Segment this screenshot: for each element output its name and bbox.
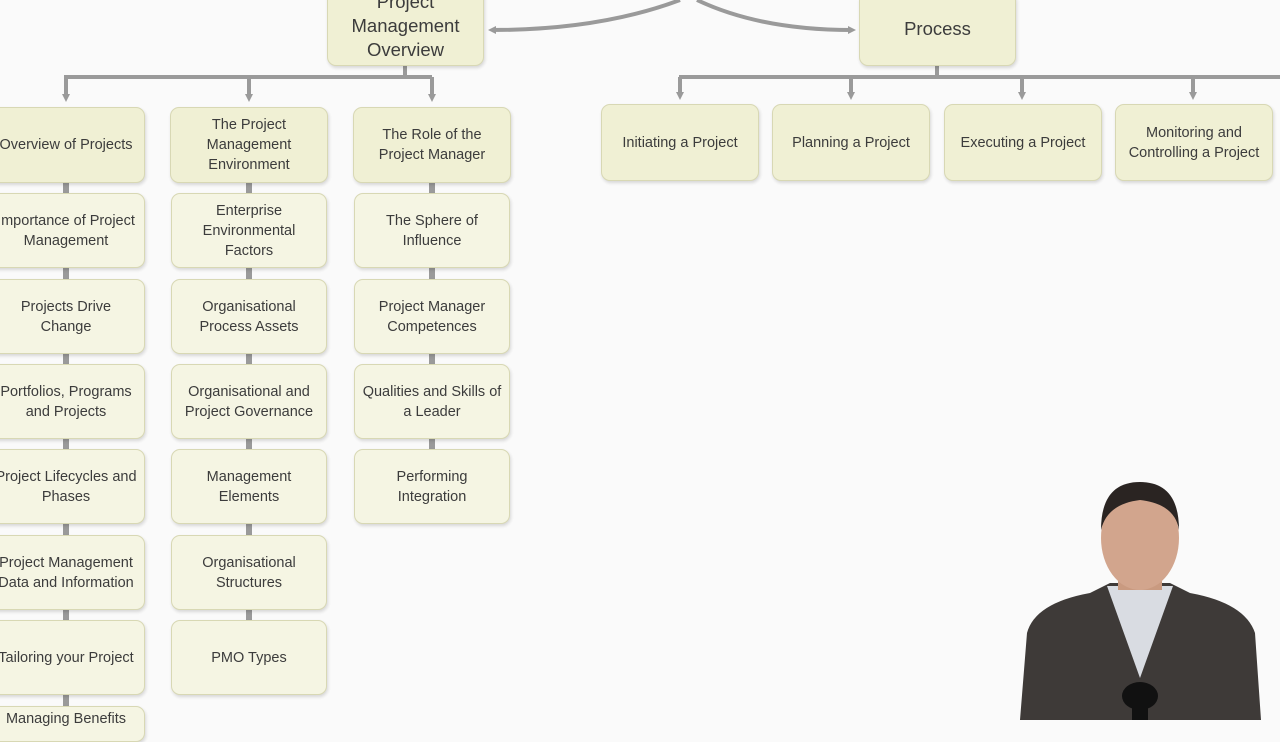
node-planning-a-project[interactable]: Planning a Project <box>772 104 930 181</box>
node-portfolios-programs-and-projects[interactable]: Portfolios, Programs and Projects <box>0 364 145 439</box>
node-enterprise-environmental-factors[interactable]: Enterprise Environmental Factors <box>171 193 327 268</box>
node-importance-of-project-management[interactable]: Importance of Project Management <box>0 193 145 268</box>
node-organisational-structures[interactable]: Organisational Structures <box>171 535 327 610</box>
node-projects-drive-change[interactable]: Projects Drive Change <box>0 279 145 354</box>
node-project-lifecycles-and-phases[interactable]: Project Lifecycles and Phases <box>0 449 145 524</box>
node-organisational-process-assets[interactable]: Organisational Process Assets <box>171 279 327 354</box>
node-pmo-types[interactable]: PMO Types <box>171 620 327 695</box>
presenter-shirt <box>1107 586 1173 678</box>
presenter-head <box>1101 486 1179 590</box>
node-overview-of-projects[interactable]: Overview of Projects <box>0 107 145 183</box>
node-project-management-overview[interactable]: Project Management Overview <box>327 0 484 66</box>
node-performing-integration[interactable]: Performing Integration <box>354 449 510 524</box>
curve-connector-left <box>488 0 681 34</box>
node-sphere-of-influence[interactable]: The Sphere of Influence <box>354 193 510 268</box>
node-management-elements[interactable]: Management Elements <box>171 449 327 524</box>
node-executing-a-project[interactable]: Executing a Project <box>944 104 1102 181</box>
node-project-manager-competences[interactable]: Project Manager Competences <box>354 279 510 354</box>
node-initiating-a-project[interactable]: Initiating a Project <box>601 104 759 181</box>
node-monitoring-and-controlling-a-project[interactable]: Monitoring and Controlling a Project <box>1115 104 1273 181</box>
node-tailoring-your-project[interactable]: Tailoring your Project <box>0 620 145 695</box>
presenter-microphone <box>1122 682 1158 710</box>
node-qualities-and-skills-of-a-leader[interactable]: Qualities and Skills of a Leader <box>354 364 510 439</box>
presenter-microphone-stem <box>1132 704 1148 720</box>
presenter-hair <box>1101 482 1179 530</box>
node-managing-benefits[interactable]: Managing Benefits <box>0 706 145 742</box>
curve-connector-right <box>696 0 856 34</box>
node-project-management-data-and-information[interactable]: Project Management Data and Information <box>0 535 145 610</box>
node-organisational-and-project-governance[interactable]: Organisational and Project Governance <box>171 364 327 439</box>
presenter-video-overlay <box>1020 482 1261 720</box>
node-process[interactable]: Process <box>859 0 1016 66</box>
node-role-of-the-project-manager[interactable]: The Role of the Project Manager <box>353 107 511 183</box>
node-project-management-environment[interactable]: The Project Management Environment <box>170 107 328 183</box>
